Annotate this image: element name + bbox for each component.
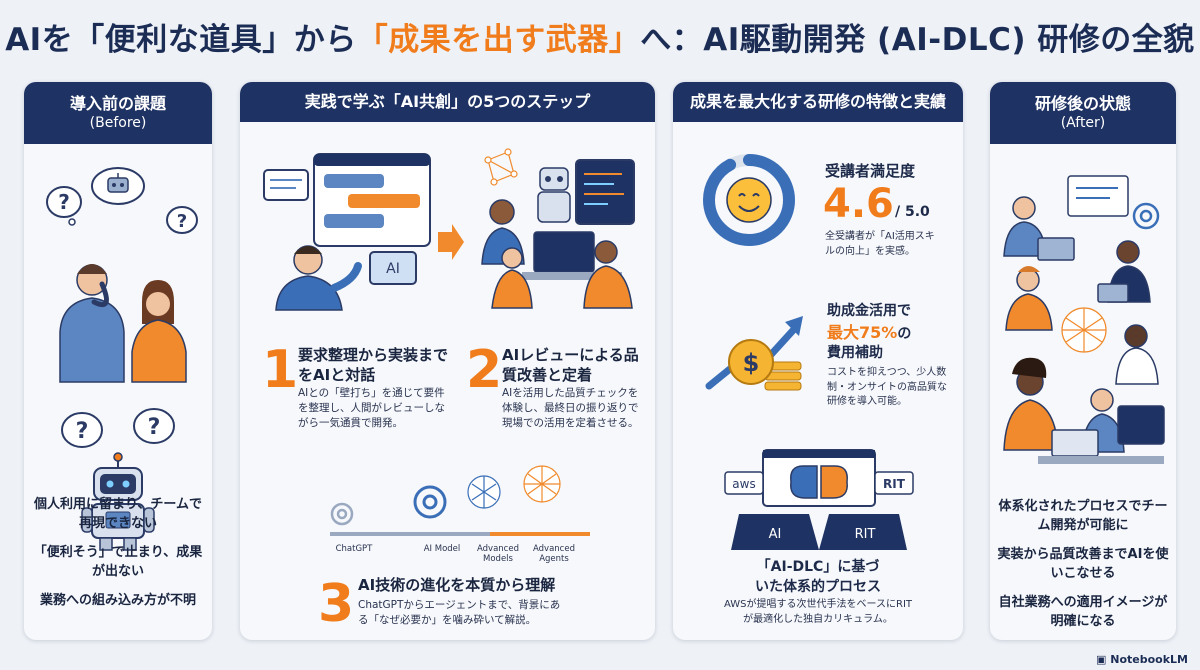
timeline-label-1: ChatGPT bbox=[335, 544, 373, 554]
subsidy-title: 助成金活用で 最大75%の 費用補助 bbox=[827, 302, 957, 364]
after-header-title: 研修後の状態 bbox=[1034, 93, 1131, 113]
man-figure bbox=[59, 264, 125, 383]
process-title: 「AI-DLC」に基づいた体系的プロセス bbox=[755, 559, 881, 595]
robot-icon bbox=[537, 167, 571, 223]
robot-thought-icon bbox=[91, 167, 145, 205]
after-state-2: 実装から品質改善までAIを使いこなせる bbox=[997, 547, 1169, 581]
subsidy-growth-illustration: $ bbox=[705, 316, 803, 391]
satisfaction-label: 受講者満足度 bbox=[825, 162, 916, 180]
brain-icon bbox=[790, 465, 848, 499]
title-accent: 「成果を出す武器」 bbox=[356, 22, 641, 58]
step-2-number: 2 bbox=[466, 340, 503, 400]
subsidy-title-line3: 費用補助 bbox=[827, 345, 883, 362]
subsidy-highlight: 最大75% bbox=[827, 322, 898, 342]
features-panel: 成果を最大化する研修の特徴と実績 受講者満足度 4.6 / 5.0 全受講者が「… bbox=[673, 82, 963, 640]
rit-base-label: RIT bbox=[855, 527, 876, 542]
process-illustration: aws RIT AI RIT bbox=[724, 449, 914, 550]
before-header: 導入前の課題 (Before) bbox=[24, 82, 212, 144]
before-issue-3: 業務への組み込み方が不明 bbox=[39, 593, 196, 608]
ai-dialogue-illustration: AI bbox=[263, 153, 431, 311]
brand-logo-icon: ▣ bbox=[1096, 653, 1107, 666]
step-2-title: AIレビューによる品質改善と定着 bbox=[502, 346, 639, 384]
after-state-3: 自社業務への適用イメージが明確になる bbox=[998, 595, 1168, 629]
screen-label: AI bbox=[386, 261, 400, 277]
after-header-sub: (After) bbox=[1060, 115, 1106, 132]
before-issue-2: 「便利そう」で止まり、成果が出ない bbox=[33, 545, 203, 579]
openai-logo-icon bbox=[413, 485, 447, 519]
rit-logo-label: RIT bbox=[883, 477, 906, 491]
next-arrow-icon bbox=[438, 224, 464, 260]
satisfaction-max: / 5.0 bbox=[895, 204, 930, 220]
step-1-number: 1 bbox=[262, 340, 299, 400]
timeline-label-2: AI Model bbox=[423, 544, 461, 554]
page-title: AIを「便利な道具」から「成果を出す武器」へ：AI駆動開発 (AI-DLC) 研… bbox=[0, 14, 1200, 64]
woman-figure bbox=[131, 280, 187, 383]
step-3-title: AI技術の進化を本質から理解 bbox=[358, 576, 556, 594]
question-bubble-icon: ? bbox=[61, 412, 103, 448]
step-3-number: 3 bbox=[318, 574, 355, 634]
confused-people-illustration: ? ? bbox=[46, 167, 198, 383]
satisfaction-note: 全受講者が「AI活用スキルの向上」を実感。 bbox=[825, 231, 935, 257]
question-bubble-icon: ? bbox=[166, 206, 198, 234]
network-icon bbox=[523, 465, 561, 503]
openai-logo-icon bbox=[1132, 202, 1160, 230]
svg-text:?: ? bbox=[58, 190, 70, 214]
after-panel: 研修後の状態 (After) 体系化されたプロセスでチーム開発が可能に 実 bbox=[990, 82, 1176, 640]
brand-text: NotebookLM bbox=[1110, 653, 1188, 666]
before-header-title: 導入前の課題 bbox=[69, 93, 166, 113]
subsidy-note: コストを抑えつつ、少人数制・オンサイトの高品質な研修を導入可能。 bbox=[827, 367, 947, 407]
before-issue-1: 個人利用に留まり、チームで再現できない bbox=[33, 497, 203, 531]
step-1-desc: AIとの「壁打ち」を通じて要件を整理し、人間がレビューしながら一気通貫で開発。 bbox=[298, 387, 445, 430]
satisfaction-value: 4.6 bbox=[823, 181, 894, 227]
team-review-illustration bbox=[481, 148, 635, 309]
svg-text:$: $ bbox=[743, 349, 760, 377]
title-part1: AIを「便利な道具」から bbox=[5, 22, 357, 58]
network-icon bbox=[467, 475, 501, 509]
network-icon bbox=[484, 148, 518, 186]
steps-panel: 実践で学ぶ「AI共創」の5つのステップ AI bbox=[240, 82, 655, 640]
after-header: 研修後の状態 (After) bbox=[990, 82, 1176, 144]
ai-evolution-timeline bbox=[330, 465, 590, 536]
step-1-title: 要求整理から実装までをAIと対話 bbox=[298, 346, 449, 384]
question-bubble-icon: ? bbox=[46, 186, 82, 226]
svg-text:?: ? bbox=[148, 415, 161, 440]
before-panel: 導入前の課題 (Before) ? ? bbox=[24, 82, 212, 640]
brand-label: ▣ NotebookLM bbox=[1096, 653, 1188, 666]
robot-icon bbox=[81, 452, 155, 551]
before-header-sub: (Before) bbox=[89, 115, 147, 132]
subsidy-title-tail: の bbox=[897, 325, 912, 342]
ai-label: AI bbox=[769, 527, 782, 542]
ai-screen-icon: AI bbox=[369, 251, 417, 285]
subsidy-title-line1: 助成金活用で bbox=[827, 303, 911, 319]
steps-header: 実践で学ぶ「AI共創」の5つのステップ bbox=[240, 82, 655, 122]
process-note: AWSが提唱する次世代手法をベースにRITが最適化した独自カリキュラム。 bbox=[723, 599, 913, 625]
aws-logo-icon: aws bbox=[732, 477, 755, 491]
team-collaboration-illustration bbox=[1003, 175, 1165, 464]
features-header: 成果を最大化する研修の特徴と実績 bbox=[673, 82, 963, 122]
satisfaction-donut bbox=[703, 154, 795, 246]
dollar-coin-icon: $ bbox=[728, 339, 774, 385]
question-bubble-icon: ? bbox=[133, 408, 175, 444]
title-part2: へ：AI駆動開発 (AI-DLC) 研修の全貌 bbox=[640, 22, 1195, 58]
svg-text:?: ? bbox=[177, 211, 187, 232]
network-icon bbox=[1061, 307, 1107, 353]
confused-robot-illustration: ? ? bbox=[61, 408, 175, 551]
smiley-icon bbox=[726, 177, 772, 223]
timeline-label-3: Advanced Models bbox=[477, 544, 519, 565]
after-state-1: 体系化されたプロセスでチーム開発が可能に bbox=[998, 499, 1168, 533]
step-2-desc: AIを活用した品質チェックを体験し、最終日の振り返りで現場での活用を定着させる。 bbox=[502, 387, 639, 430]
openai-logo-icon bbox=[330, 502, 354, 526]
step-3-desc: ChatGPTからエージェントまで、背景にある「なぜ必要か」を噛み砕いて解説。 bbox=[358, 599, 561, 627]
timeline-label-4: Advanced Agents bbox=[533, 544, 575, 565]
svg-text:?: ? bbox=[76, 419, 89, 444]
